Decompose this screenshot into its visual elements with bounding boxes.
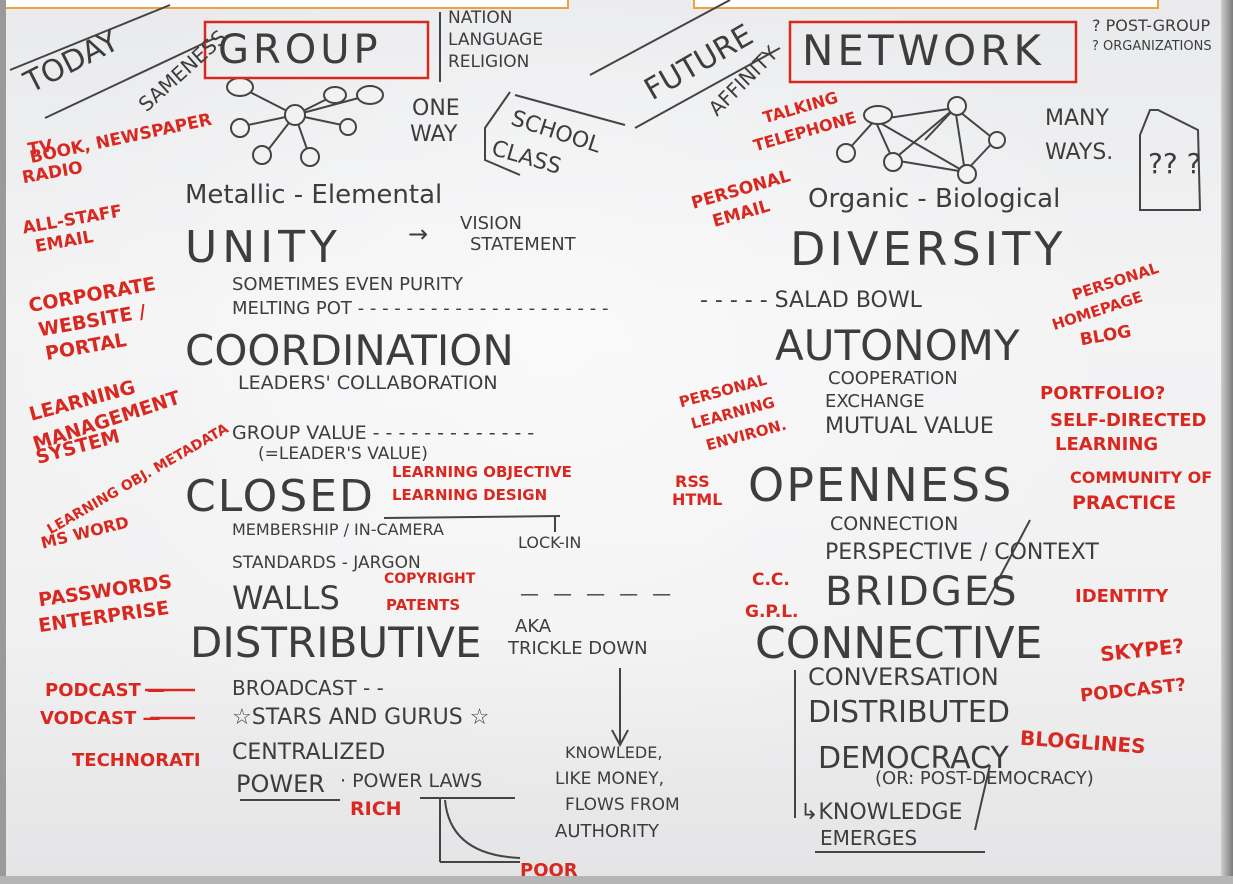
sometimes-label: SOMETIMES EVEN PURITY: [232, 274, 463, 295]
group-value-label: GROUP VALUE - - - - - - - - - - - - -: [232, 422, 535, 444]
autonomy-heading: AUTONOMY: [775, 321, 1020, 370]
perspective-label: PERSPECTIVE / CONTEXT: [825, 540, 1099, 565]
portfolio-note: PORTFOLIO?: [1040, 383, 1166, 404]
today-divider-2: [44, 37, 216, 119]
openness-heading: OPENNESS: [748, 458, 1014, 512]
diversity-heading: DIVERSITY: [790, 222, 1067, 276]
trickle-down-label: TRICKLE DOWN: [508, 638, 648, 659]
nation-label: NATION: [448, 8, 513, 28]
learning-note: LEARNING: [1055, 434, 1159, 455]
distributed-label: DISTRIBUTED: [808, 695, 1010, 730]
cooperation-label: COOPERATION: [828, 368, 958, 389]
exchange-label: EXCHANGE: [825, 391, 925, 412]
board-bottom-frame: [0, 876, 1233, 884]
group-title: GROUP: [218, 27, 382, 73]
vision-label: VISION: [460, 213, 522, 234]
knowledge-label-1: KNOWLEDE,: [565, 743, 663, 762]
statement-label: STATEMENT: [470, 234, 576, 255]
knowledge-label-4: AUTHORITY: [555, 821, 659, 842]
learning-objective-note: LEARNING OBJECTIVE: [392, 463, 572, 481]
vision-arrow: →: [408, 220, 429, 248]
ways-label: WAYS.: [1045, 140, 1114, 165]
poor-note: POOR: [520, 860, 578, 881]
self-directed-note: SELF-DIRECTED: [1050, 410, 1207, 431]
top-right-bar: [693, 0, 1159, 9]
closed-heading: CLOSED: [185, 471, 375, 522]
learning-design-note: LEARNING DESIGN: [392, 486, 548, 504]
future-divider-1: [589, 0, 731, 76]
coordination-heading: COORDINATION: [185, 326, 514, 375]
centralized-label: CENTRALIZED: [232, 740, 386, 765]
standards-label: STANDARDS - JARGON: [232, 553, 421, 573]
community-note: COMMUNITY OF: [1070, 468, 1213, 487]
vodcast-note: VODCAST —: [40, 708, 161, 729]
bridges-heading: BRIDGES: [825, 569, 1019, 615]
identity-note: IDENTITY: [1075, 586, 1169, 607]
board-left-frame: [0, 0, 6, 884]
podcast-note: PODCAST —: [45, 680, 166, 701]
many-label: MANY: [1045, 106, 1109, 131]
board-right-frame: [1221, 0, 1233, 884]
post-group-label: ? POST-GROUP: [1092, 16, 1211, 35]
gpl-note: G.P.L.: [745, 602, 799, 622]
walls-heading: WALLS: [232, 579, 340, 617]
connective-heading: CONNECTIVE: [755, 618, 1043, 669]
mutual-value-label: MUTUAL VALUE: [825, 414, 994, 439]
organic-label: Organic - Biological: [808, 184, 1061, 214]
network-box: [788, 20, 1078, 84]
future-divider-2: [634, 47, 781, 129]
metallic-label: Metallic - Elemental: [185, 180, 443, 210]
language-label: LANGUAGE: [448, 30, 544, 50]
connection-label: CONNECTION: [830, 513, 959, 535]
power-curve: [444, 799, 521, 859]
power-label: POWER: [236, 770, 325, 798]
knowledge-label-2: LIKE MONEY,: [555, 769, 665, 789]
many-ways-box: [1139, 109, 1202, 211]
perspective-strike: [984, 519, 1031, 606]
one-label: ONE: [412, 96, 460, 121]
copyright-note: COPYRIGHT: [384, 571, 476, 587]
emerges-label: EMERGES: [820, 826, 918, 850]
today-divider-1: [9, 4, 171, 71]
practice-note: PRACTICE: [1072, 492, 1177, 514]
knowledge-label-3: FLOWS FROM: [565, 795, 680, 815]
rich-note: RICH: [350, 798, 402, 820]
stars-gurus-label: ☆STARS AND GURUS ☆: [232, 705, 490, 730]
leaders-collaboration-label: LEADERS' COLLABORATION: [238, 372, 498, 394]
closed-underline: [383, 515, 561, 519]
network-title: NETWORK: [802, 26, 1045, 75]
leaders-value-label: (=LEADER'S VALUE): [258, 444, 428, 464]
broadcast-label: BROADCAST - -: [232, 676, 384, 700]
organizations-label: ? ORGANIZATIONS: [1092, 39, 1212, 54]
power-laws-label: · POWER LAWS: [340, 770, 483, 792]
technorati-note: TECHNORATI: [72, 750, 201, 771]
school-bracket: [484, 91, 521, 176]
trickle-arrowhead: [611, 729, 629, 748]
question-marks: ?? ?: [1148, 147, 1202, 180]
democracy-label: DEMOCRACY: [818, 741, 1009, 776]
knowledge-emerges-label: ↳KNOWLEDGE: [800, 800, 963, 825]
school-line: [514, 94, 626, 126]
post-democracy-label: (OR: POST-DEMOCRACY): [875, 768, 1094, 789]
walls-dashes: — — — — —: [520, 583, 676, 605]
democracy-strike: [974, 764, 991, 831]
cc-note: C.C.: [752, 570, 790, 590]
way-label: WAY: [410, 122, 458, 147]
html-note: HTML: [672, 490, 723, 509]
aka-label: AKA: [515, 616, 552, 637]
membership-label: MEMBERSHIP / IN-CAMERA: [232, 520, 444, 539]
religion-label: RELIGION: [448, 52, 530, 72]
distributive-heading: DISTRIBUTIVE: [190, 618, 482, 667]
lockin-label: LOCK-IN: [518, 533, 582, 552]
unity-heading: UNITY: [185, 222, 342, 273]
conversation-label: CONVERSATION: [808, 663, 999, 691]
patents-note: PATENTS: [386, 596, 461, 614]
salad-bowl-label: - - - - - SALAD BOWL: [700, 288, 922, 313]
group-box: [203, 20, 430, 80]
melting-pot-label: MELTING POT - - - - - - - - - - - - - - …: [232, 298, 609, 319]
rss-note: RSS: [675, 472, 710, 491]
